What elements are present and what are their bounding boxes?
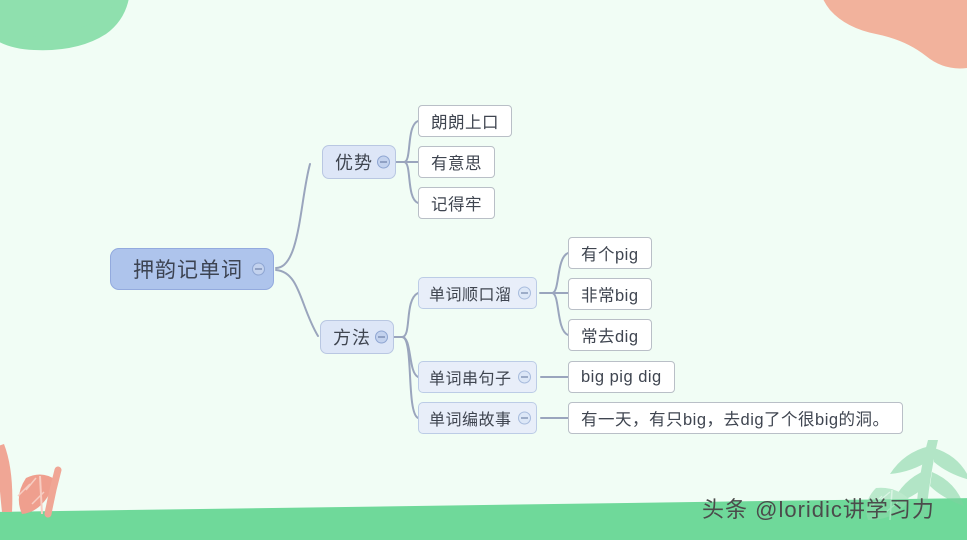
- leaf-label: big pig dig: [581, 367, 662, 386]
- decor-blob-green-top-left: [0, 0, 129, 51]
- connector-root-to-methods: [275, 269, 319, 337]
- decor-blob-peach-top-right-2: [838, 0, 967, 53]
- mindmap-leaf-advantage-1[interactable]: 朗朗上口: [418, 105, 512, 137]
- collapse-toggle-icon-word-rhyme[interactable]: [517, 286, 531, 300]
- connector-methods-to-sub-3: [401, 336, 419, 419]
- mindmap-leaf-rhyme-3[interactable]: 常去dig: [568, 319, 652, 351]
- methods-label: 方法: [333, 328, 371, 348]
- leaf-label: 有意思: [431, 155, 482, 173]
- mindmap-node-word-story[interactable]: 单词编故事: [418, 402, 537, 434]
- collapse-toggle-icon-advantages[interactable]: [377, 155, 390, 169]
- mindmap-node-word-rhyme[interactable]: 单词顺口溜: [418, 277, 537, 309]
- decor-blob-green-top-left-2: [0, 0, 116, 37]
- mindmap-leaf-rhyme-1[interactable]: 有个pig: [568, 237, 652, 269]
- sub-label: 单词编故事: [429, 412, 512, 429]
- mindmap-leaf-rhyme-2[interactable]: 非常big: [568, 278, 652, 310]
- collapse-toggle-icon-word-sentence[interactable]: [517, 370, 531, 384]
- connector-methods-to-sub-1: [401, 292, 419, 338]
- mindmap-node-root[interactable]: 押韵记单词: [110, 248, 274, 290]
- watermark: 头条 @loridic讲学习力: [702, 492, 935, 524]
- leaf-label: 常去dig: [581, 328, 639, 346]
- mindmap-node-methods[interactable]: 方法: [320, 320, 394, 354]
- leaf-label: 朗朗上口: [431, 114, 499, 132]
- collapse-toggle-icon-word-story[interactable]: [517, 411, 531, 425]
- connector-sub1-to-leaf-1: [551, 252, 569, 294]
- advantages-label: 优势: [335, 153, 373, 173]
- leaf-label: 有个pig: [581, 246, 639, 264]
- mindmap-leaf-advantage-2[interactable]: 有意思: [418, 146, 495, 178]
- mindmap-leaf-sentence-1[interactable]: big pig dig: [568, 361, 675, 393]
- decor-blob-peach-top-right: [823, 0, 967, 69]
- sub-label: 单词串句子: [429, 371, 512, 388]
- mindmap-leaf-advantage-3[interactable]: 记得牢: [418, 187, 495, 219]
- leaf-label: 记得牢: [431, 196, 482, 214]
- connector-root-to-advantages: [275, 163, 311, 269]
- connector-sub1-to-leaf-3: [551, 292, 569, 336]
- mindmap-node-word-sentence[interactable]: 单词串句子: [418, 361, 537, 393]
- collapse-toggle-icon-methods[interactable]: [375, 330, 388, 344]
- root-label: 押韵记单词: [133, 259, 243, 282]
- leaf-label: 有一天，有只big，去dig了个很big的洞。: [581, 411, 890, 429]
- leaf-label: 非常big: [581, 287, 639, 305]
- connector-advantages-to-leaf-1: [403, 120, 419, 163]
- connector-advantages-to-leaf-3: [403, 161, 419, 204]
- collapse-toggle-icon-root[interactable]: [252, 262, 265, 276]
- watermark-text: 头条 @loridic讲学习力: [702, 497, 935, 522]
- sub-label: 单词顺口溜: [429, 287, 512, 304]
- mindmap-node-advantages[interactable]: 优势: [322, 145, 396, 179]
- connector-methods-to-sub-2: [401, 336, 419, 378]
- decor-leaves-bottom-left: [0, 444, 62, 518]
- mindmap-leaf-story-1[interactable]: 有一天，有只big，去dig了个很big的洞。: [568, 402, 903, 434]
